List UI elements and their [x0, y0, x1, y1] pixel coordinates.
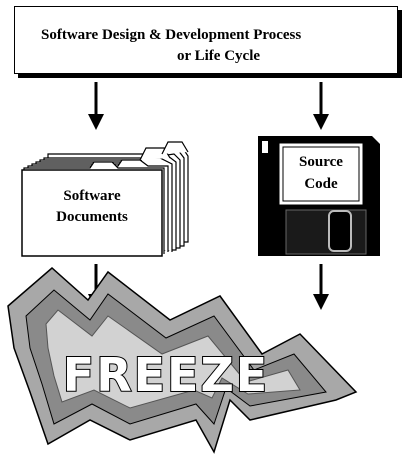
- floppy-disk-icon: [258, 136, 380, 256]
- process-title-box: Software Design & Development Process or…: [14, 6, 398, 74]
- arrow-source-code-down: [313, 264, 329, 310]
- freeze-label: FREEZE: [63, 348, 269, 402]
- title-line-2: or Life Cycle: [177, 48, 261, 64]
- source-code-label-line-2: Code: [304, 176, 338, 192]
- title-line-1: Software Design & Development Process: [41, 27, 302, 43]
- documents-label-line-1: Software: [63, 188, 121, 204]
- source-code-label-line-1: Source: [299, 154, 343, 170]
- arrow-to-documents: [88, 82, 104, 130]
- documents-folder-stack-icon: [21, 141, 189, 257]
- arrow-to-source-code: [313, 82, 329, 130]
- freeze-burst-shape: [7, 267, 358, 454]
- documents-label-line-2: Documents: [56, 209, 128, 225]
